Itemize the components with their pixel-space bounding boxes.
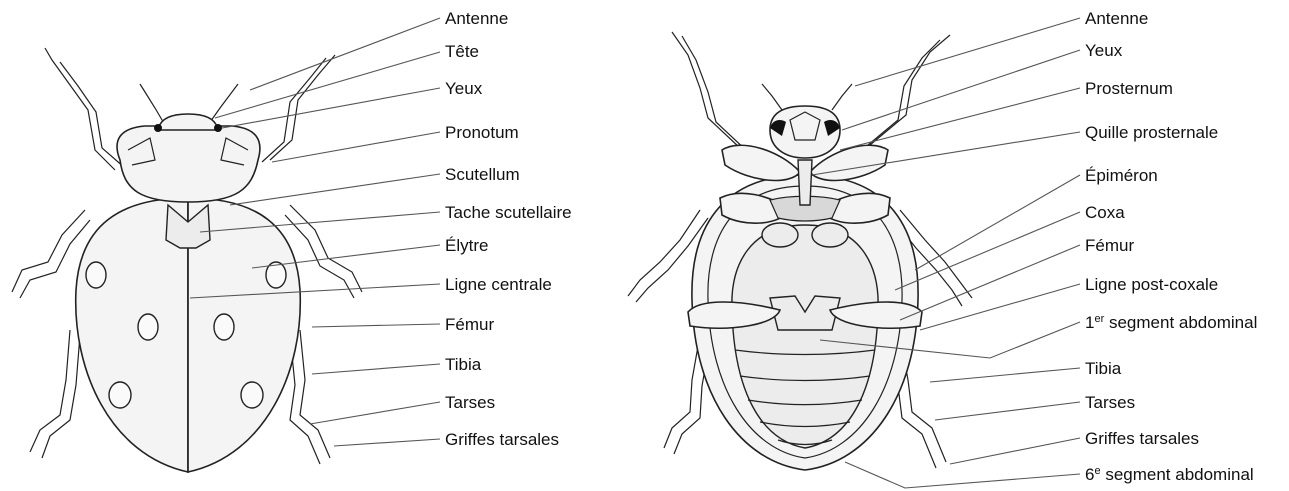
dorsal-antenna-left [140,84,165,125]
label-quille-prosternale: Quille prosternale [1085,123,1218,142]
dorsal-front-leg-right [270,55,335,160]
dorsal-eye-right [214,124,222,132]
dorsal-mid-leg-right [290,205,362,292]
label-tibia-dorsal: Tibia [445,355,482,374]
label-epimeron: Épiméron [1085,166,1158,185]
label-antenne-ventral: Antenne [1085,9,1148,28]
label-coxa: Coxa [1085,203,1125,222]
label-prosternum: Prosternum [1085,79,1173,98]
label-tarses-ventral: Tarses [1085,393,1135,412]
ventral-antenna-left [762,84,782,110]
ventral-antenna-right [832,84,852,110]
label-tache-scutellaire: Tache scutellaire [445,203,572,222]
label-femur-ventral: Fémur [1085,236,1134,255]
label-yeux-ventral: Yeux [1085,41,1123,60]
label-1er-segment-abdominal: 1er segment abdominal [1085,313,1257,332]
label-griffes-tarsales-dorsal: Griffes tarsales [445,430,559,449]
dorsal-eye-left [154,124,162,132]
dorsal-antenna-right [208,84,238,125]
label-tarses-dorsal: Tarses [445,393,495,412]
dorsal-hind-leg-left [30,330,70,452]
dorsal-head [158,114,218,130]
label-tete: Tête [445,42,479,61]
label-pronotum: Pronotum [445,123,519,142]
label-ligne-centrale: Ligne centrale [445,275,552,294]
label-yeux-dorsal: Yeux [445,79,483,98]
label-ligne-post-coxale: Ligne post-coxale [1085,275,1218,294]
label-griffes-tarsales-ventral: Griffes tarsales [1085,429,1199,448]
label-antenne-dorsal: Antenne [445,9,508,28]
label-scutellum: Scutellum [445,165,520,184]
ventral-prosternal-keel [798,160,812,205]
label-elytre: Élytre [445,236,488,255]
dorsal-front-leg-left [45,48,115,170]
label-6e-segment-abdominal: 6e segment abdominal [1085,465,1254,484]
ventral-labels: Antenne Yeux Prosternum Quille prosterna… [1085,9,1257,484]
dorsal-labels: Antenne Tête Yeux Pronotum Scutellum Tac… [445,9,572,449]
label-femur-dorsal: Fémur [445,315,494,334]
ventral-ladybug [628,32,972,470]
label-tibia-ventral: Tibia [1085,359,1122,378]
dorsal-mid-leg-left [12,210,85,292]
dorsal-hind-leg-right [300,330,330,458]
